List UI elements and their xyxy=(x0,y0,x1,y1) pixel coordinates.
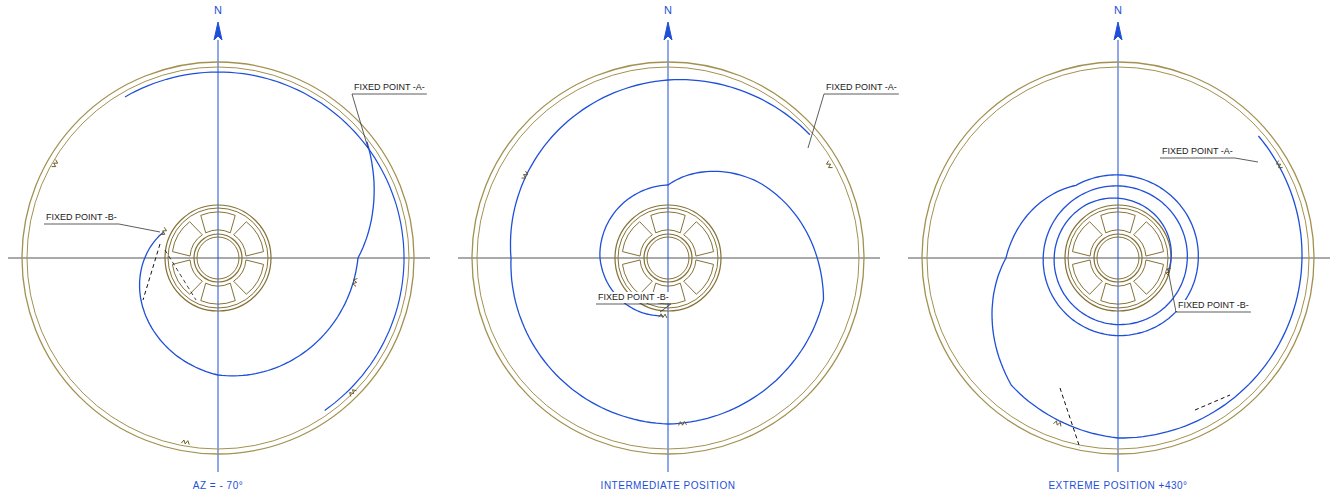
north-label: N xyxy=(212,4,224,17)
hub-bore xyxy=(194,234,242,282)
dashed-line xyxy=(165,250,196,300)
fixed-point-label: FIXED POINT -A- xyxy=(824,82,899,93)
hub-cell xyxy=(201,283,235,304)
cable-clamp xyxy=(679,421,687,425)
cable-clamp xyxy=(181,440,189,445)
hub-cell xyxy=(622,222,652,256)
hub-cell xyxy=(651,212,685,233)
axis-line xyxy=(8,258,430,259)
fixed-point-label: FIXED POINT -B- xyxy=(596,292,671,303)
hub-cell xyxy=(1134,222,1164,256)
leader-line xyxy=(596,304,671,305)
hub-cell xyxy=(1072,222,1102,256)
leader-line xyxy=(1235,158,1258,162)
cable-clamp xyxy=(522,171,528,178)
fixed-point-label: FIXED POINT -B- xyxy=(44,212,119,223)
dashed-line xyxy=(1195,395,1230,410)
leader-line xyxy=(119,224,160,232)
position-caption: EXTREME POSITION +430° xyxy=(1046,480,1189,492)
cable-spiral xyxy=(125,72,404,410)
cable-clamp xyxy=(827,161,833,168)
cable-clamp xyxy=(353,279,358,287)
axis-line xyxy=(1118,40,1119,472)
north-arrow xyxy=(214,22,222,40)
hub-cell xyxy=(684,222,714,256)
north-label: N xyxy=(662,4,674,17)
dashed-line xyxy=(143,244,160,300)
fixed-point-label: FIXED POINT -A- xyxy=(1160,146,1235,157)
outer-ring xyxy=(477,67,859,449)
hub-bore xyxy=(197,237,239,279)
fixed-point-label: FIXED POINT -A- xyxy=(352,82,427,93)
leader-line xyxy=(352,94,368,148)
hub-cell xyxy=(684,260,714,294)
outer-ring xyxy=(922,62,1314,454)
north-label: N xyxy=(1112,4,1124,17)
outer-ring xyxy=(27,67,409,449)
hub-ring xyxy=(168,208,268,308)
cable-clamp xyxy=(161,227,167,234)
hub-bore xyxy=(1097,237,1139,279)
axis-line xyxy=(668,40,669,472)
fixed-point-label: FIXED POINT -B- xyxy=(1176,300,1251,311)
axis-line xyxy=(218,40,219,472)
dashed-line xyxy=(1060,388,1080,448)
hub-cell xyxy=(201,212,235,233)
cable-spiral xyxy=(140,142,375,376)
leader-line xyxy=(1168,270,1176,312)
hub-ring xyxy=(1068,208,1168,308)
hub-cell xyxy=(172,222,202,256)
cable-clamp xyxy=(52,160,58,167)
hub-ring xyxy=(1065,205,1171,311)
leader-line xyxy=(824,94,899,95)
leader-line xyxy=(808,94,824,148)
position-caption: INTERMEDIATE POSITION xyxy=(599,480,738,492)
hub-bore xyxy=(647,237,689,279)
outer-ring xyxy=(927,67,1309,449)
hub-cell xyxy=(1101,212,1135,233)
hub-cell xyxy=(172,260,202,294)
leader-line xyxy=(352,94,427,95)
cable-spiral xyxy=(511,80,824,424)
axis-line xyxy=(908,258,1330,259)
hub-cell xyxy=(1101,283,1135,304)
hub-cell xyxy=(234,260,264,294)
cable-clamp xyxy=(350,390,357,397)
position-caption: AZ = - 70° xyxy=(191,480,245,492)
leader-line xyxy=(1160,158,1235,159)
outer-ring xyxy=(472,62,864,454)
outer-ring xyxy=(22,62,414,454)
hub-cell xyxy=(234,222,264,256)
hub-cell xyxy=(1134,260,1164,294)
leader-line xyxy=(1176,312,1251,313)
leader-line xyxy=(44,224,119,225)
hub-cell xyxy=(622,260,652,294)
hub-ring xyxy=(165,205,271,311)
cable-clamp xyxy=(659,314,667,318)
hub-bore xyxy=(644,234,692,282)
north-arrow xyxy=(1114,22,1122,40)
leader-line xyxy=(660,304,671,312)
cable-clamp xyxy=(1277,161,1283,168)
hub-cell xyxy=(1072,260,1102,294)
cable-clamp xyxy=(1053,421,1061,426)
hub-bore xyxy=(1094,234,1142,282)
north-arrow xyxy=(664,22,672,40)
cable-spiral xyxy=(992,136,1302,438)
